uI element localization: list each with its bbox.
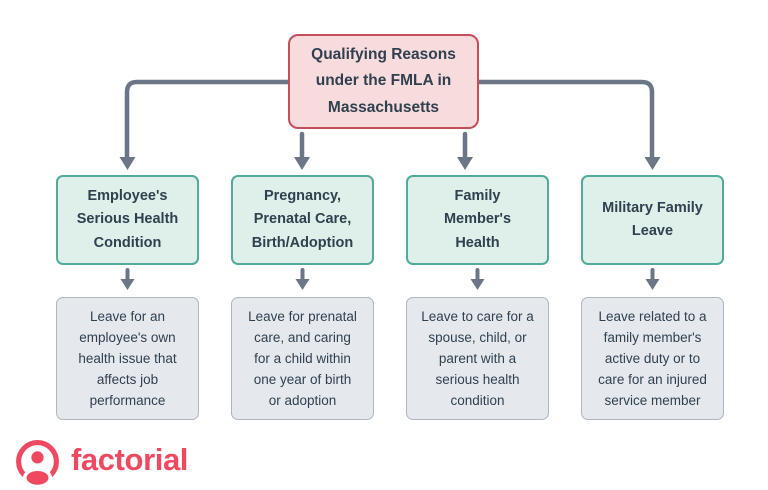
factorial-logo: factorial <box>14 436 188 486</box>
category-box-family-member: Family Member's Health <box>406 175 549 265</box>
brand-wordmark: factorial <box>71 442 188 477</box>
detail-box-employee-health: Leave for an employee's own health issue… <box>56 297 199 420</box>
connector-root-to-family-member <box>457 131 473 170</box>
connector-root-to-military <box>476 79 661 170</box>
category-box-military: Military Family Leave <box>581 175 724 265</box>
connector-root-to-employee-health <box>119 79 291 170</box>
root-box-qualifying-reasons: Qualifying Reasons under the FMLA in Mas… <box>288 34 479 129</box>
detail-box-family-member: Leave to care for a spouse, child, or pa… <box>406 297 549 420</box>
detail-box-pregnancy: Leave for prenatal care, and caring for … <box>231 297 374 420</box>
person-circle-icon <box>16 439 59 485</box>
connector-employee-health-detail <box>120 268 135 290</box>
detail-box-military: Leave related to a family member's activ… <box>581 297 724 420</box>
connector-root-to-pregnancy <box>294 131 310 170</box>
connector-military-detail <box>645 268 660 290</box>
category-box-pregnancy: Pregnancy, Prenatal Care, Birth/Adoption <box>231 175 374 265</box>
connector-pregnancy-detail <box>295 268 310 290</box>
category-box-employee-health: Employee's Serious Health Condition <box>56 175 199 265</box>
connector-family-member-detail <box>470 268 485 290</box>
